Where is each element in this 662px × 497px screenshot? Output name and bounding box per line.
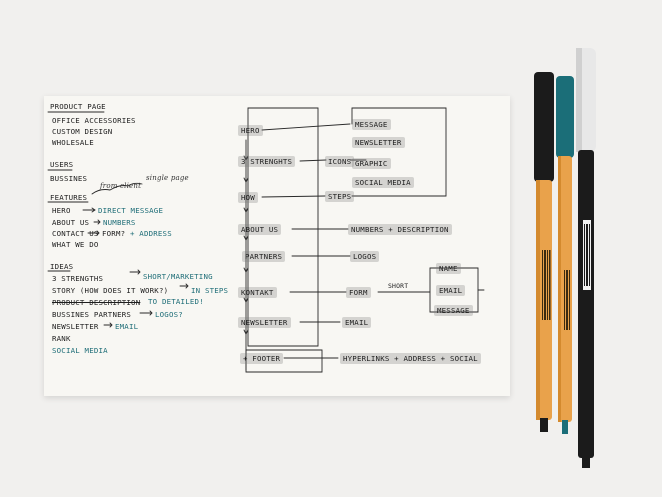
orange-pen — [534, 72, 554, 432]
list-item-note: DIRECT MESSAGE — [98, 206, 164, 215]
hero-item-message: MESSAGE — [352, 119, 391, 130]
hero-item-graphic: GRAPHIC — [352, 158, 391, 169]
flow-section-about: ABOUT US — [238, 224, 282, 235]
flow-logos: LOGOS — [350, 251, 380, 262]
note-single-page: single page — [146, 174, 189, 182]
teal-pen — [556, 76, 574, 434]
list-item: WHOLESALE — [52, 138, 94, 147]
list-item: PRODUCT DESCRIPTION — [52, 298, 141, 307]
list-item: STORY (HOW DOES IT WORK?) — [52, 286, 169, 295]
list-item: OFFICE ACCESSORIES — [52, 116, 136, 125]
pens — [534, 48, 596, 468]
form-field-message: MESSAGE — [434, 305, 473, 316]
hero-item-social: SOCIAL MEDIA — [352, 177, 414, 188]
list-item: BUSSINES — [50, 174, 88, 183]
hero-item-newsletter: NEWSLETTER — [352, 137, 405, 148]
list-item: SOCIAL MEDIA — [52, 346, 108, 355]
list-item-note: NUMBERS — [103, 218, 136, 227]
flow-section-footer: + FOOTER — [240, 353, 284, 364]
flow-section-partners: PARTNERS — [242, 251, 286, 262]
flow-footer-links: HYPERLINKS + ADDRESS + SOCIAL — [340, 353, 481, 364]
list-item: RANK — [52, 334, 71, 343]
list-item: WHAT WE DO — [52, 240, 99, 249]
list-item-note: + ADDRESS — [130, 229, 172, 238]
flow-steps: STEPS — [325, 191, 355, 202]
flow-form: FORM — [346, 287, 371, 298]
heading-product-page: PRODUCT PAGE — [50, 102, 106, 111]
form-field-email: EMAIL — [436, 285, 466, 296]
flow-section-strengths: 3 STRENGHTS — [238, 156, 296, 167]
flow-section-how: HOW — [238, 192, 258, 203]
list-item: 3 STRENGTHS — [52, 274, 104, 283]
list-item-note: IN STEPS — [191, 286, 229, 295]
list-item: BUSSINES PARTNERS — [52, 310, 132, 319]
flow-section-kontakt: KONTAKT — [238, 287, 277, 298]
list-item: CUSTOM DESIGN — [52, 127, 113, 136]
heading-features: FEATURES — [50, 193, 88, 202]
list-item-note: TO DETAILED! — [148, 297, 204, 306]
heading-users: USERS — [50, 160, 74, 169]
note-from-client: from client — [100, 182, 142, 190]
flow-email: EMAIL — [342, 317, 372, 328]
list-item: NEWSLETTER — [52, 322, 99, 331]
flow-icons: ICONS — [325, 156, 355, 167]
list-item: CONTACT US — [52, 229, 99, 238]
flow-section-newsletter: NEWSLETTER — [238, 317, 291, 328]
list-item-note: FORM? — [102, 229, 126, 238]
flow-short: SHORT — [388, 282, 409, 290]
list-item-note: EMAIL — [115, 322, 139, 331]
list-item-note: LOGOS? — [155, 310, 183, 319]
black-pen — [576, 48, 596, 468]
list-item: ABOUT US — [52, 218, 90, 227]
list-item: HERO — [52, 206, 71, 215]
flow-section-hero: HERO — [238, 125, 263, 136]
flow-frame — [247, 107, 319, 347]
form-field-name: NAME — [436, 263, 461, 274]
list-item-note: SHORT/MARKETING — [143, 272, 213, 281]
flow-numbers-description: NUMBERS + DESCRIPTION — [348, 224, 452, 235]
heading-ideas: IDEAS — [50, 262, 74, 271]
